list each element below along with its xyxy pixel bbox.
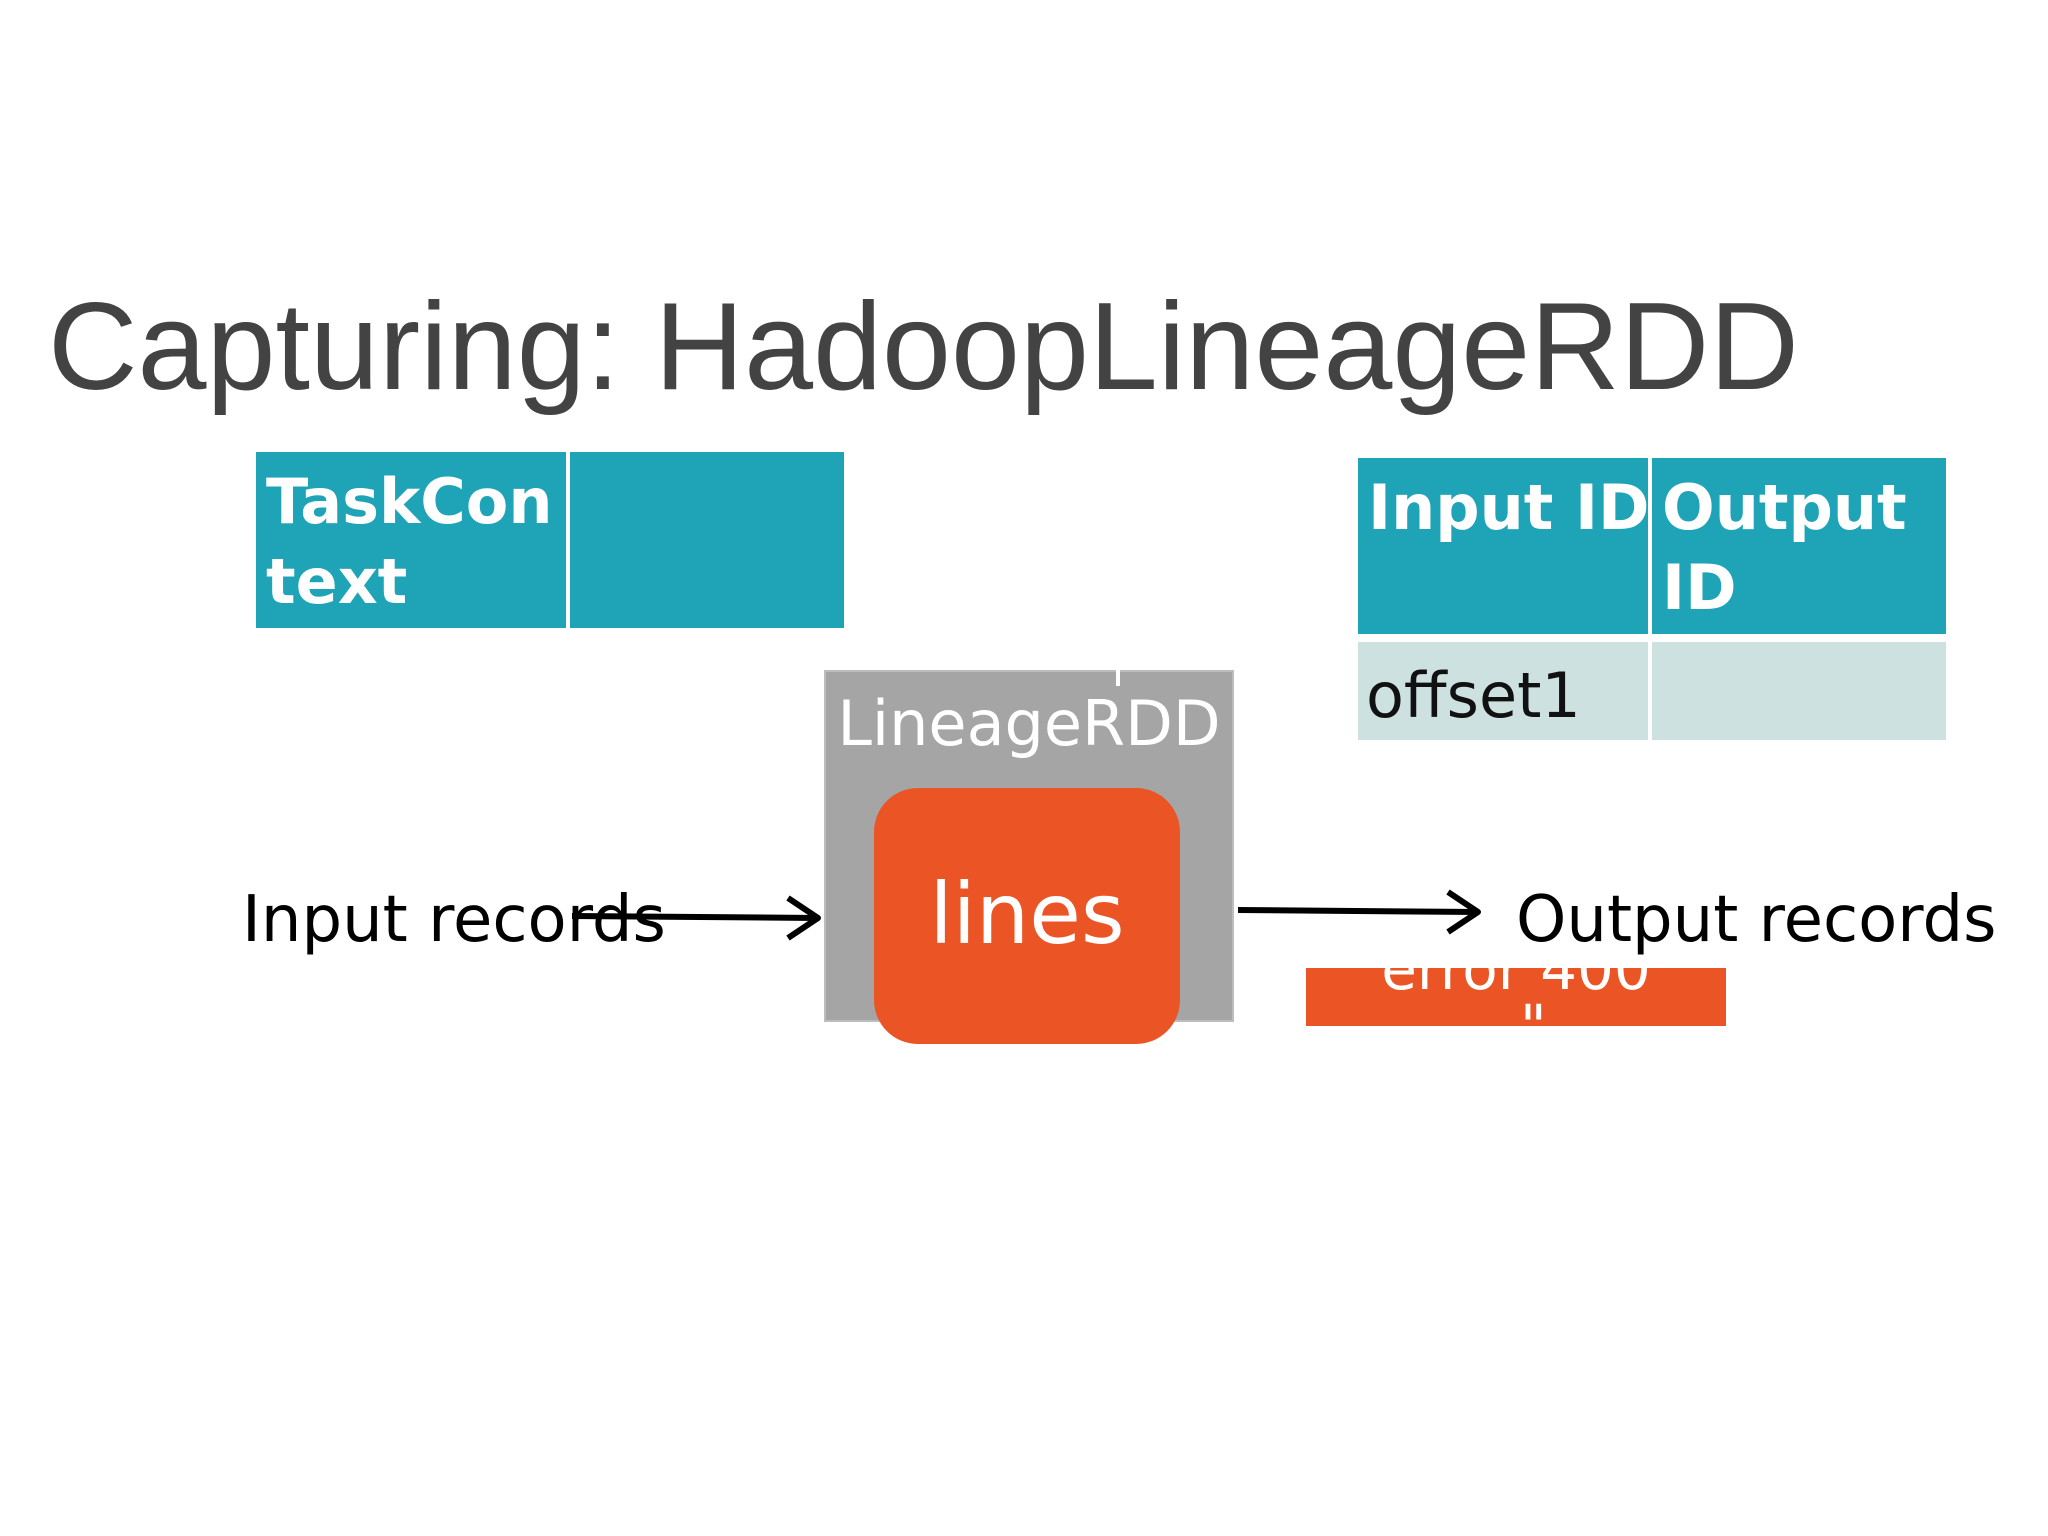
- output-records-label: Output records: [1516, 883, 1997, 957]
- record-preview-strip: error 400: [1306, 968, 1726, 1026]
- lines-operator-label: lines: [929, 865, 1125, 963]
- record-preview-tail: ": [1520, 992, 1547, 1060]
- lines-operator-box: [874, 788, 1180, 1044]
- lineage-row-output-cell: [1652, 642, 1946, 740]
- task-context-table: TaskContext: [256, 452, 844, 628]
- lineage-row-input-cell: offset1: [1358, 642, 1648, 740]
- task-context-header-label: TaskContext: [266, 465, 553, 618]
- task-context-header-cell: TaskContext: [256, 452, 566, 628]
- lineage-table: Input ID Output ID offset1: [1358, 458, 1946, 740]
- output-arrow: [1237, 889, 1481, 935]
- slide-title: Capturing: HadoopLineageRDD: [48, 278, 1799, 416]
- lineage-header-input-label: Input ID: [1368, 471, 1650, 544]
- lineage-rdd-label: LineageRDD: [837, 687, 1221, 760]
- task-context-value-cell: [570, 452, 844, 628]
- lineage-header-output: Output ID: [1652, 458, 1946, 634]
- input-records-label: Input records: [242, 883, 666, 957]
- lineage-row-input-value: offset1: [1366, 659, 1581, 732]
- record-preview-text: error 400: [1381, 968, 1651, 1003]
- input-arrow: [571, 895, 821, 941]
- lineage-header-output-label: Output ID: [1662, 471, 1907, 624]
- lineage-header-input: Input ID: [1358, 458, 1650, 634]
- rdd-top-tick: [1116, 668, 1120, 686]
